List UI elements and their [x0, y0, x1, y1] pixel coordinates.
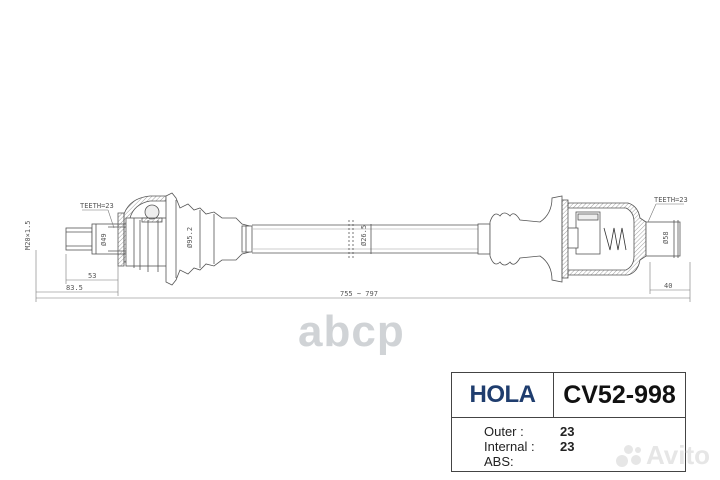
outer-boot-dia-label: Ø95.2 — [186, 227, 194, 248]
outer-cv-joint — [117, 195, 171, 272]
spec-value: 23 — [560, 424, 575, 439]
dim-total-label: 755 ~ 797 — [340, 290, 378, 298]
inner-boot — [477, 195, 563, 283]
spec-label: Internal : — [484, 439, 535, 454]
thread-label: M20×1.5 — [24, 220, 32, 250]
part-info-box: HOLA CV52-998 Outer : 23 Internal : 23 A… — [451, 372, 686, 472]
avito-text: Avito — [646, 440, 711, 470]
spec-label: Outer : — [484, 424, 524, 439]
dim-40-label: 40 — [664, 282, 672, 290]
inner-stub — [645, 220, 681, 258]
outer-boot-clamp — [241, 225, 253, 253]
dimension-lines — [35, 203, 691, 302]
spec-row-abs: ABS: — [484, 454, 685, 469]
abcp-watermark: abcp — [298, 307, 405, 356]
brand-cell: HOLA — [452, 373, 554, 417]
part-number: CV52-998 — [563, 380, 676, 409]
part-number-cell: CV52-998 — [554, 373, 685, 417]
thread-stub — [65, 227, 93, 251]
shaft-dia-label: Ø26.5 — [360, 225, 368, 246]
inner-teeth-label: TEETH=23 — [654, 196, 688, 204]
avito-watermark: Avito — [614, 440, 710, 471]
dim-53-label: 53 — [88, 272, 96, 280]
spec-row-internal: Internal : 23 — [484, 439, 685, 454]
spec-row-outer: Outer : 23 — [484, 424, 685, 439]
spec-label: ABS: — [484, 454, 514, 469]
inner-tripod-joint — [561, 199, 647, 279]
info-header: HOLA CV52-998 — [452, 373, 685, 418]
inner-joint-dia-label: Ø58 — [662, 231, 670, 244]
dim-83-5-label: 83.5 — [66, 284, 83, 292]
brand-logo: HOLA — [469, 381, 537, 408]
outer-boot — [165, 192, 251, 286]
spec-value: 23 — [560, 439, 575, 454]
main-shaft — [252, 220, 488, 258]
outer-teeth-label: TEETH=23 — [80, 202, 114, 210]
outer-spline-dia-label: Ø49 — [100, 233, 108, 246]
spec-rows: Outer : 23 Internal : 23 ABS: — [452, 418, 685, 469]
avito-logo-icon — [614, 443, 644, 469]
